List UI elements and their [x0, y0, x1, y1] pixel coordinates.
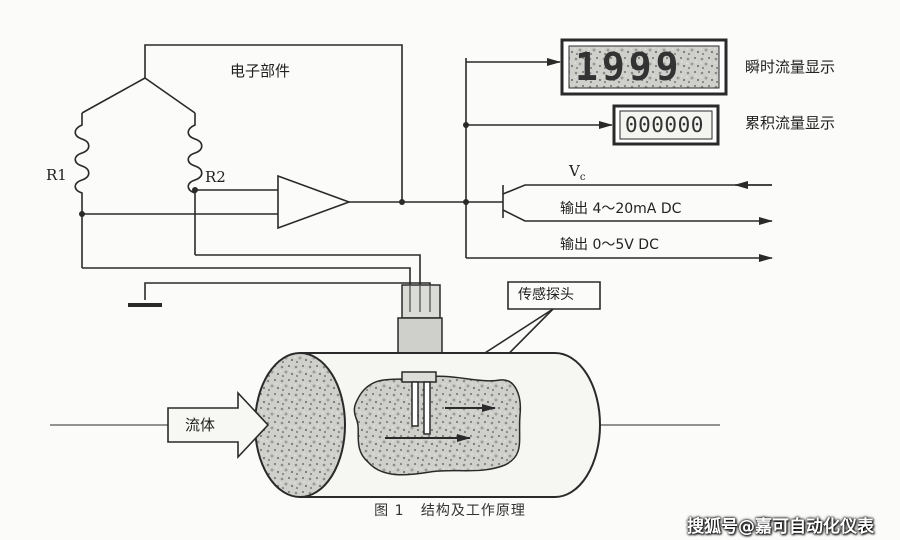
- bridge-left-arm: [81, 77, 146, 114]
- vc-subscript: c: [579, 172, 586, 183]
- instant-flow-display: [560, 38, 728, 96]
- figure-caption: 图 1 结构及工作原理: [0, 500, 900, 520]
- r2-return-wire: [195, 254, 421, 285]
- probe-label-box: [507, 281, 601, 310]
- figure-title: 结构及工作原理: [420, 503, 526, 519]
- total-display-value: 000000: [625, 113, 704, 137]
- output-current-label: 输出 4～20mA DC: [560, 201, 682, 217]
- node-r2: [192, 187, 198, 193]
- watermark: 搜狐号@嘉可自动化仪表: [687, 517, 874, 537]
- electronics-label: 电子部件: [230, 62, 291, 80]
- node-dist: [463, 199, 469, 205]
- node-bus: [399, 199, 405, 205]
- fluid-inlet-arrow: [167, 390, 270, 460]
- figure-number: 图 1: [374, 503, 405, 519]
- bridge-right-arm: [144, 77, 196, 114]
- ground-wire: [144, 282, 431, 300]
- fluid-label: 流体: [185, 416, 216, 434]
- resistor-r2: [187, 113, 203, 255]
- flow-pipe: [254, 352, 601, 498]
- total-flow-label: 累积流量显示: [745, 114, 836, 132]
- vc-main: V: [569, 162, 580, 180]
- r2-label: R2: [205, 168, 226, 186]
- node-total: [463, 122, 469, 128]
- transistor-emitter: [502, 209, 773, 225]
- bridge-feed-wire: [144, 44, 403, 203]
- r1-label: R1: [46, 166, 67, 184]
- resistor-r1: [74, 113, 90, 268]
- transistor-collector: [502, 184, 772, 195]
- pipe-cutaway: [353, 375, 522, 476]
- amplifier-triangle: [277, 174, 352, 230]
- probe-label: 传感探头: [518, 287, 574, 303]
- node-r1: [79, 211, 85, 217]
- total-flow-display: [612, 104, 720, 146]
- instant-flow-label: 瞬时流量显示: [745, 58, 836, 76]
- output-voltage-label: 输出 0～5V DC: [560, 237, 659, 253]
- probe-electrodes: [401, 371, 437, 435]
- r1-return-wire: [82, 267, 411, 285]
- vc-label: Vc: [569, 164, 585, 183]
- instant-display-value: 1999: [575, 45, 683, 89]
